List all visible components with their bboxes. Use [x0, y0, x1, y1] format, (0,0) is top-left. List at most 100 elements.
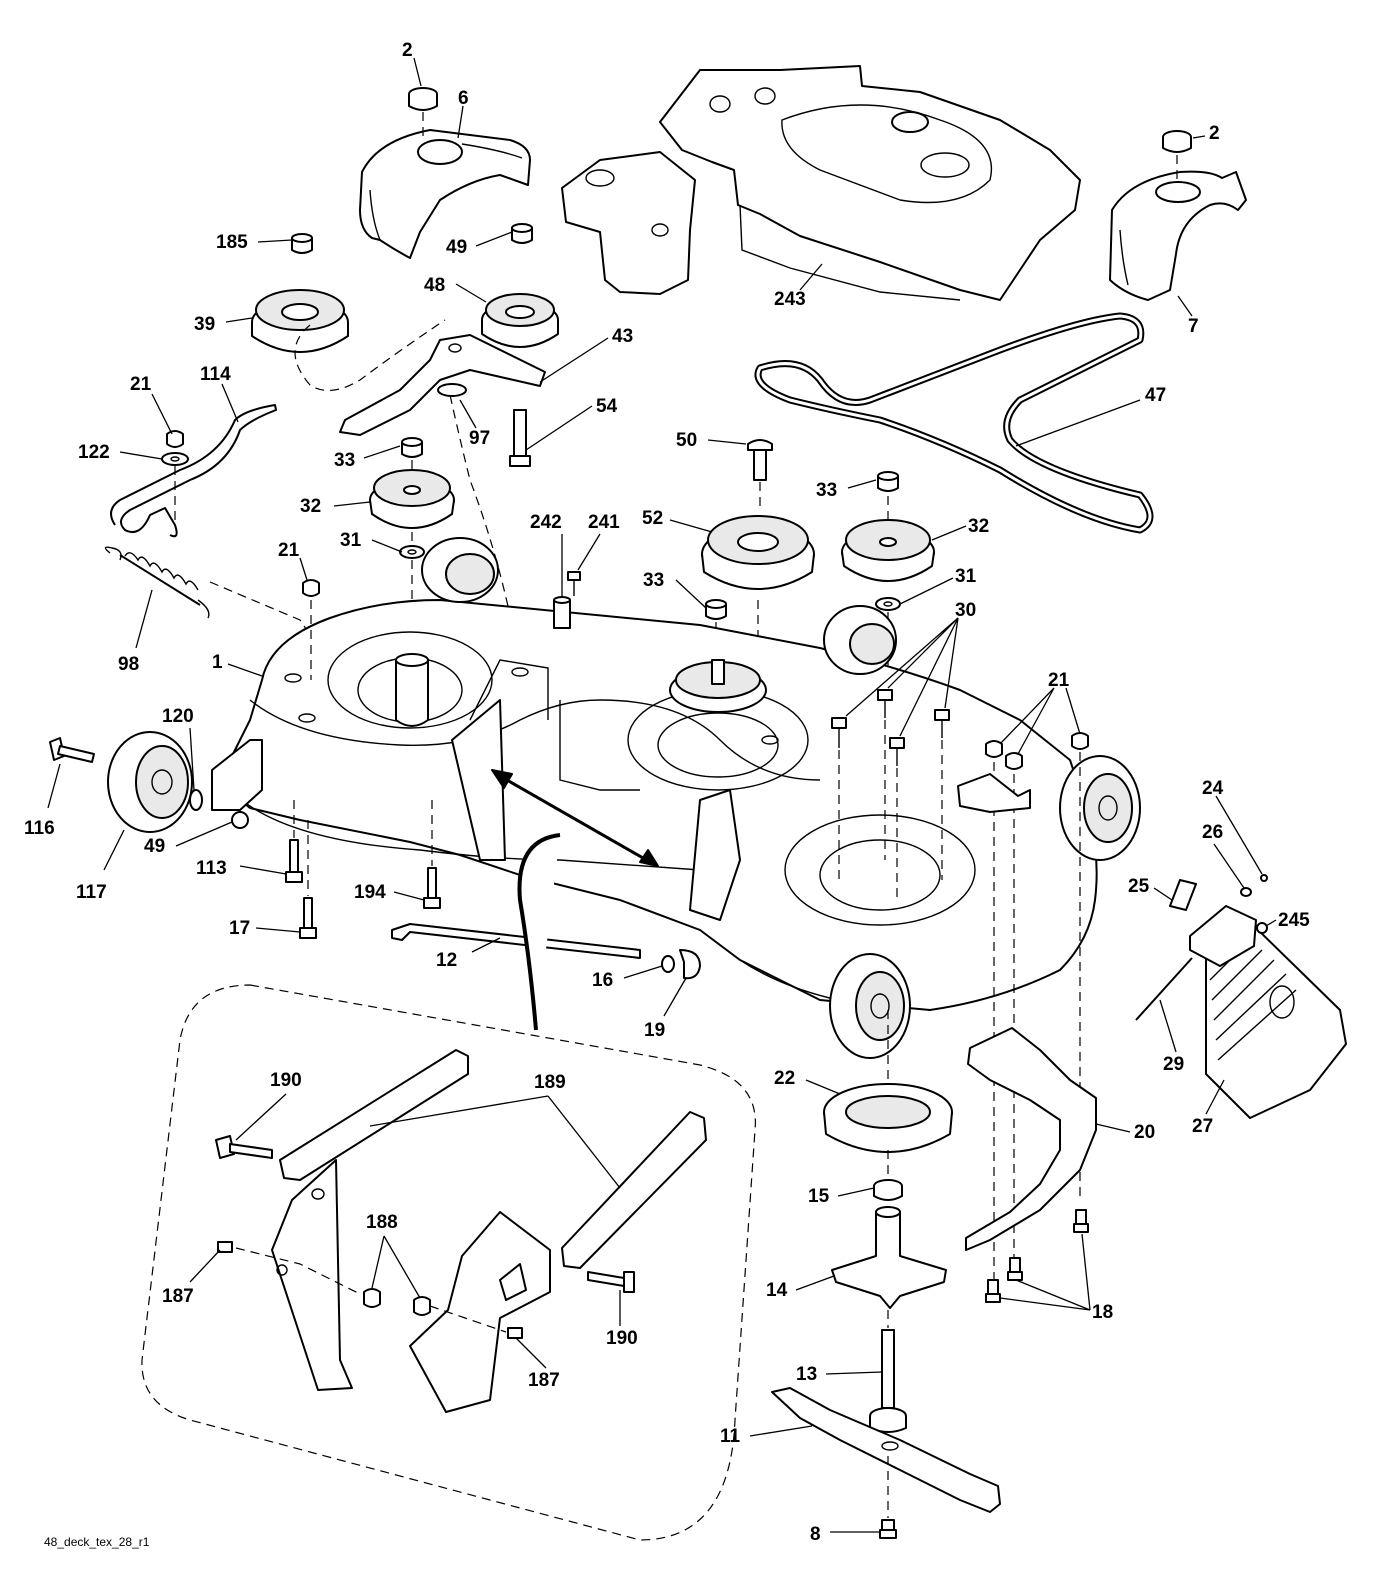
label-187-right: 187	[528, 1370, 560, 1391]
nut-24	[1260, 874, 1268, 882]
label-47: 47	[1145, 385, 1166, 406]
rod-114	[110, 404, 277, 538]
washer-120	[189, 789, 203, 811]
nut-49-wheel	[231, 811, 249, 829]
screws-187	[217, 1241, 523, 1339]
washer-31-right	[875, 597, 901, 611]
label-187-left: 187	[162, 1286, 194, 1307]
chute-bracket-25	[1169, 879, 1197, 911]
label-54: 54	[596, 396, 618, 417]
label-33-center: 33	[643, 570, 664, 591]
lift-link-190-left	[215, 1049, 469, 1181]
washer-16	[661, 955, 675, 973]
label-117: 117	[76, 882, 107, 903]
label-194: 194	[354, 882, 386, 903]
diagram-id-caption: 48_deck_tex_28_r1	[44, 1535, 150, 1549]
bearing-15	[873, 1179, 903, 1201]
cap-2-right	[1162, 130, 1192, 153]
label-14: 14	[766, 1280, 788, 1301]
label-120: 120	[162, 706, 194, 727]
label-116: 116	[24, 818, 55, 839]
belt-shield	[659, 65, 1081, 301]
label-33-left: 33	[334, 450, 355, 471]
label-6: 6	[458, 88, 469, 109]
blade-11	[771, 1387, 1001, 1513]
label-27: 27	[1192, 1116, 1213, 1137]
spring-98	[104, 546, 210, 619]
deflector-cover	[561, 151, 696, 295]
label-189: 189	[534, 1072, 566, 1093]
label-190-left: 190	[270, 1070, 302, 1091]
label-7: 7	[1188, 316, 1199, 337]
nut-33-left	[401, 437, 423, 458]
spindle-housing-14	[831, 1206, 947, 1309]
label-29: 29	[1163, 1054, 1184, 1075]
nut-33-right	[877, 471, 899, 492]
label-113: 113	[196, 858, 227, 879]
adjust-arrow	[491, 769, 659, 867]
clip-19	[679, 949, 701, 980]
nut-21-deck	[302, 579, 320, 597]
pulley-32-right	[841, 519, 935, 582]
label-31-left: 31	[340, 530, 362, 551]
idler-pulley-48	[481, 293, 559, 348]
inset-box	[141, 984, 756, 1541]
label-21-deck: 21	[278, 540, 300, 561]
label-30: 30	[955, 600, 976, 621]
label-243: 243	[774, 289, 806, 310]
pulley-cover-left	[359, 129, 531, 259]
label-185: 185	[216, 232, 248, 253]
bolt-17	[299, 897, 317, 939]
label-21-rod: 21	[130, 374, 152, 395]
label-245: 245	[1278, 910, 1310, 931]
nuts-21-right	[985, 732, 1089, 770]
fitting-242	[553, 596, 571, 629]
label-97: 97	[469, 428, 490, 449]
chute-hinge-26	[1189, 905, 1257, 967]
label-2-right: 2	[1209, 123, 1220, 144]
label-32-right: 32	[968, 516, 989, 537]
label-21-right: 21	[1048, 670, 1070, 691]
washer-31-left	[399, 545, 425, 559]
label-52: 52	[642, 508, 663, 529]
label-114: 114	[200, 364, 231, 385]
lift-plate-left	[271, 1159, 353, 1391]
washer-122	[161, 452, 189, 466]
deck-bracket-right	[957, 773, 1031, 813]
baffle-20	[965, 1027, 1097, 1251]
label-39: 39	[194, 314, 215, 335]
label-2-left: 2	[402, 40, 413, 61]
nut-185	[291, 233, 313, 254]
label-26: 26	[1202, 822, 1223, 843]
label-22: 22	[774, 1068, 795, 1089]
label-20: 20	[1134, 1122, 1155, 1143]
label-1: 1	[212, 652, 223, 673]
bolt-113	[285, 839, 303, 883]
idler-pulley-39	[251, 289, 349, 353]
screw-241	[567, 571, 581, 596]
spindle-cup-22	[823, 1083, 953, 1153]
label-241: 241	[588, 512, 620, 533]
idler-pulley-52	[701, 515, 815, 590]
label-18: 18	[1092, 1302, 1113, 1323]
label-25: 25	[1128, 876, 1150, 897]
label-190-right: 190	[606, 1328, 638, 1349]
front-bracket-left	[211, 739, 263, 811]
bolt-190-right	[587, 1271, 635, 1293]
label-122: 122	[78, 442, 110, 463]
cap-2-left	[408, 87, 438, 111]
label-43: 43	[612, 326, 633, 347]
gauge-wheel-rear-right	[823, 605, 897, 675]
label-13: 13	[796, 1364, 817, 1385]
label-33-right: 33	[816, 480, 837, 501]
part-number-labels: 2 6 2 7 243 185 39 49 48 43 54 97 21 114…	[24, 40, 1310, 1545]
screw-26	[1240, 887, 1252, 897]
label-11: 11	[720, 1426, 741, 1447]
gauge-wheel-right	[1059, 755, 1141, 861]
label-50: 50	[676, 430, 697, 451]
label-17: 17	[229, 918, 250, 939]
bolt-116	[49, 737, 95, 763]
label-24: 24	[1202, 778, 1224, 799]
label-12: 12	[436, 950, 457, 971]
